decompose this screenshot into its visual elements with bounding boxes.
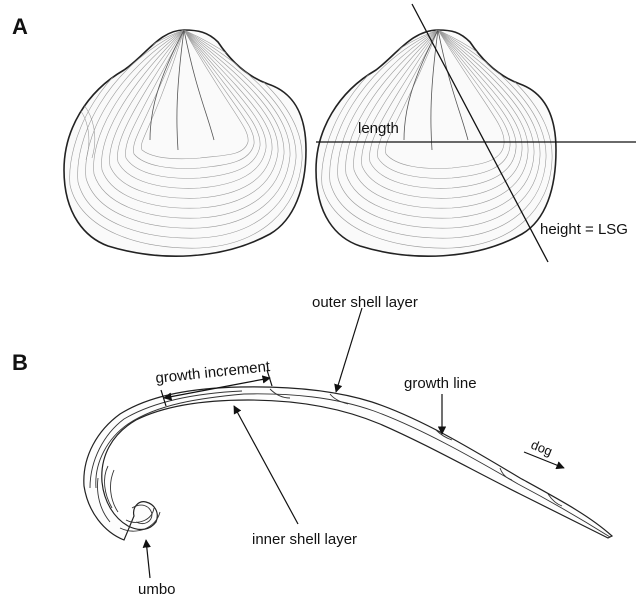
shell-cross-section [84,387,612,540]
outer-shell-layer-arrow [336,308,362,392]
left-valve-illustration [64,30,306,256]
growth-line-label: growth line [404,375,477,392]
length-label: length [358,120,399,137]
right-valve-illustration [316,30,556,256]
inner-shell-layer-label: inner shell layer [252,531,357,548]
inner-shell-layer-arrow [234,406,298,524]
height-lsg-label: height = LSG [540,221,628,238]
panel-b-letter: B [12,350,28,375]
growth-increment-label: growth increment [155,358,272,387]
umbo-arrow [146,540,150,578]
panel-a-letter: A [12,14,28,39]
umbo-label: umbo [138,581,176,598]
outer-shell-layer-label: outer shell layer [312,294,418,311]
